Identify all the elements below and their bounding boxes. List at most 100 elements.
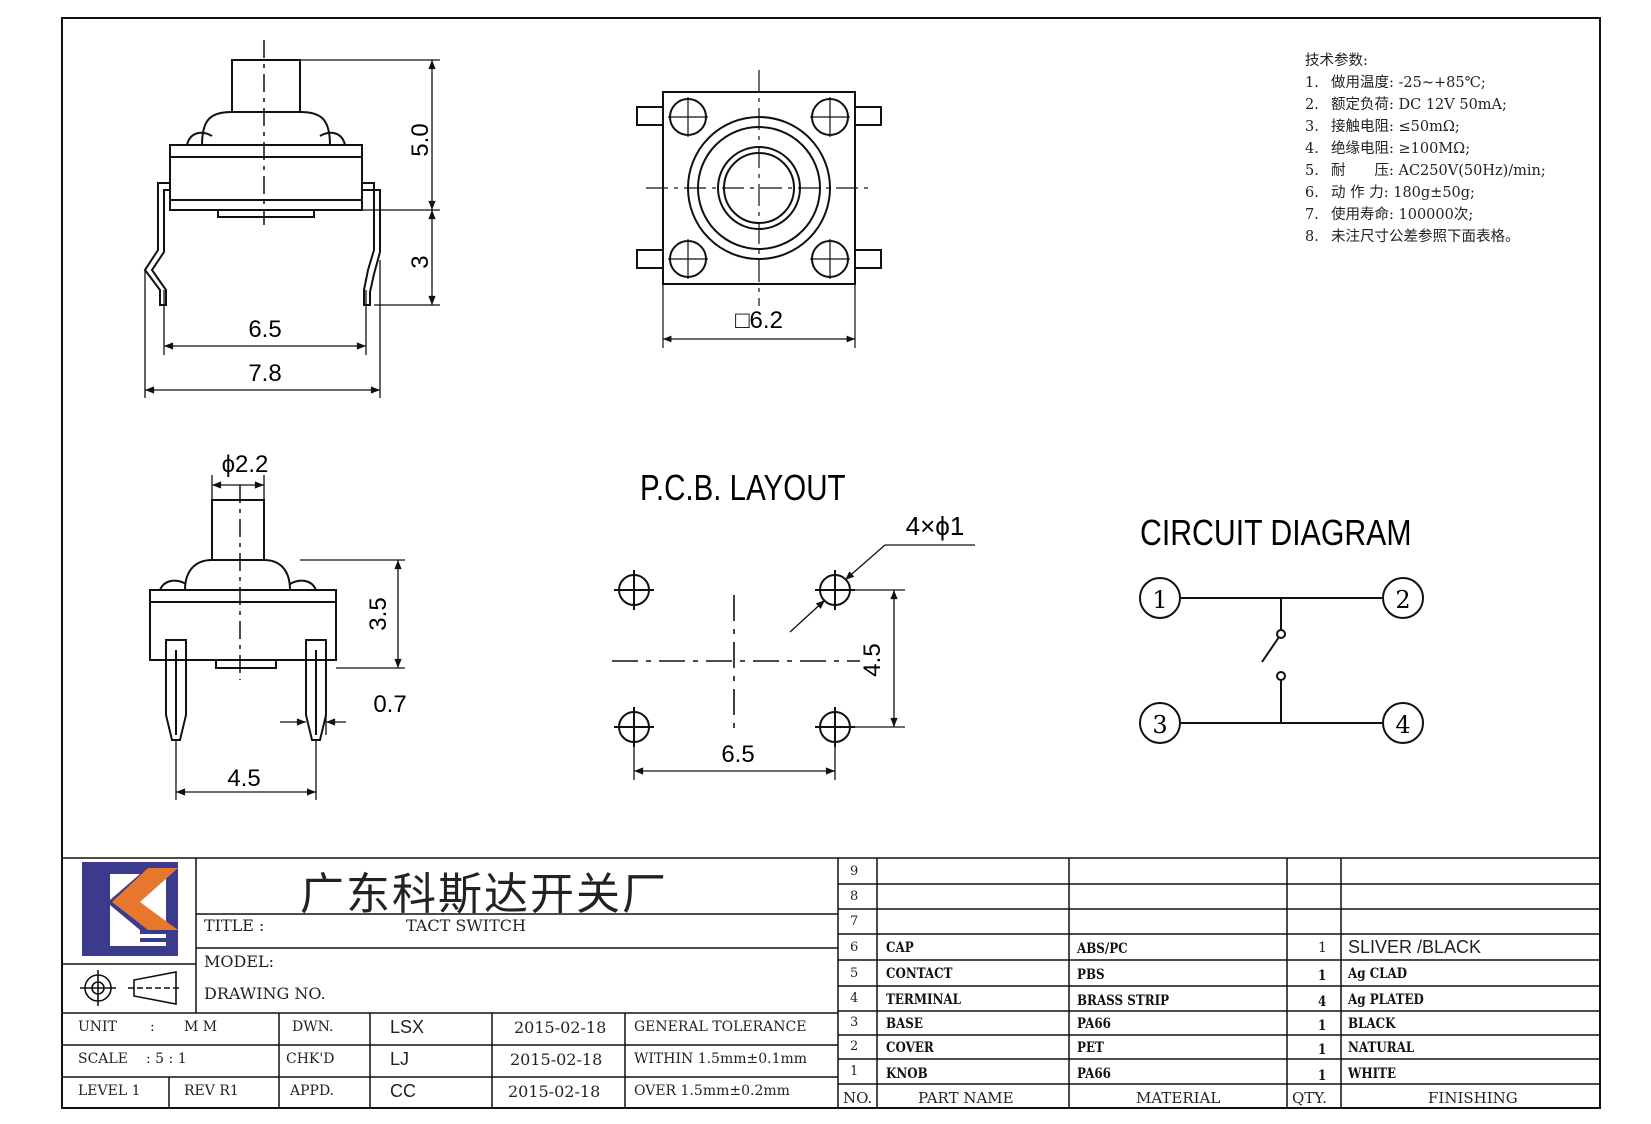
dim-front-width: 4.5 xyxy=(227,765,260,792)
side-view xyxy=(143,40,381,306)
circuit-pin-1: 1 xyxy=(1152,586,1167,614)
spec-text: 做用温度: -25~+85℃; xyxy=(1331,75,1486,91)
dwn-label: DWN. xyxy=(292,1019,334,1035)
spec-item: 3.接触电阻: ≤50mΩ; xyxy=(1305,116,1546,138)
bom-no: 5 xyxy=(850,966,859,981)
bom-part: COVER xyxy=(886,1040,934,1056)
specs-heading: 技术参数: xyxy=(1305,53,1368,69)
spec-item: 7. 使用寿命: 100000次; xyxy=(1305,204,1546,226)
appd-date: 2015-02-18 xyxy=(508,1082,601,1101)
bom-material: BRASS STRIP xyxy=(1077,993,1170,1009)
bom-part: TERMINAL xyxy=(886,992,962,1008)
dwn-name: LSX xyxy=(390,1017,425,1037)
spec-item: 2. 额定负荷: DC 12V 50mA; xyxy=(1305,94,1546,116)
dim-top-square: □6.2 xyxy=(735,307,783,334)
bom-qty: 1 xyxy=(1318,940,1327,956)
pcb-layout-dimensions xyxy=(612,544,975,780)
circuit-terminal xyxy=(1382,577,1424,619)
chk-date: 2015-02-18 xyxy=(510,1050,603,1069)
dwn-date: 2015-02-18 xyxy=(514,1018,607,1037)
bom-part: BASE xyxy=(886,1016,923,1032)
spec-item: 4. 绝缘电阻: ≥100MΩ; xyxy=(1305,138,1546,160)
circuit-terminal xyxy=(1382,702,1424,744)
title-label: TITLE : xyxy=(204,916,265,935)
dim-side-height-top: 5.0 xyxy=(407,123,434,156)
bom-qty: 1 xyxy=(1318,1018,1327,1034)
spec-item: 5. 耐 压: AC250V(50Hz)/min; xyxy=(1305,160,1546,182)
chk-name: LJ xyxy=(390,1049,410,1069)
bom-finishing: NATURAL xyxy=(1348,1040,1415,1056)
bom-material: PA66 xyxy=(1077,1066,1111,1082)
side-view-dimensions xyxy=(144,59,440,398)
bom-finishing: SLIVER /BLACK xyxy=(1348,937,1482,957)
bom-qty: 4 xyxy=(1318,994,1327,1010)
spec-num: 1. xyxy=(1305,75,1319,91)
circuit-pin-3: 3 xyxy=(1152,711,1167,739)
spec-text: 绝缘电阻: ≥100MΩ; xyxy=(1331,141,1471,157)
bom-finishing: BLACK xyxy=(1348,1016,1396,1032)
circuit-pin-4: 4 xyxy=(1395,711,1410,739)
bom-no: 6 xyxy=(850,940,859,955)
sheet-border xyxy=(61,17,1601,1109)
tolerance-within: WITHIN 1.5mm±0.1mm xyxy=(634,1051,808,1067)
spec-num: 3. xyxy=(1305,119,1319,135)
bom-finishing: Ag PLATED xyxy=(1348,992,1424,1008)
bom-material: PA66 xyxy=(1077,1016,1111,1032)
spec-num: 4. xyxy=(1305,141,1319,157)
bom-material: PET xyxy=(1077,1040,1104,1056)
circuit-terminal xyxy=(1139,702,1181,744)
bom-header-no: NO. xyxy=(843,1089,873,1107)
tolerance-heading: GENERAL TOLERANCE xyxy=(634,1019,807,1035)
unit-colon: : xyxy=(150,1019,155,1035)
bom-qty: 1 xyxy=(1318,1068,1327,1084)
bom-header-qty: QTY. xyxy=(1292,1089,1328,1107)
spec-num: 8. xyxy=(1305,229,1319,245)
spec-num: 6. xyxy=(1305,185,1319,201)
spec-text: 未注尺寸公差参照下面表格。 xyxy=(1331,229,1520,245)
dim-front-height: 3.5 xyxy=(365,597,392,630)
projection-symbol-icon xyxy=(80,970,182,1006)
chk-label: CHK'D xyxy=(286,1051,335,1067)
circuit-pin-2: 2 xyxy=(1395,586,1410,614)
tolerance-over: OVER 1.5mm±0.2mm xyxy=(634,1083,790,1099)
circuit-terminal xyxy=(1139,577,1181,619)
bom-no: 8 xyxy=(850,889,859,904)
dim-pcb-horizontal: 6.5 xyxy=(721,741,754,768)
bom-header-material: MATERIAL xyxy=(1136,1089,1221,1107)
model-label: MODEL: xyxy=(204,952,275,971)
bom-part: KNOB xyxy=(886,1066,928,1082)
scale-value: : 5 : 1 xyxy=(146,1051,187,1067)
dim-side-height-bottom: 3 xyxy=(407,255,434,268)
bom-qty: 1 xyxy=(1318,968,1327,984)
appd-label: APPD. xyxy=(290,1083,335,1099)
technical-parameters: 技术参数: 1. 做用温度: -25~+85℃; 2. 额定负荷: DC 12V 5… xyxy=(1305,50,1546,248)
drawing-no-label: DRAWING NO. xyxy=(204,984,326,1003)
dim-pcb-vertical: 4.5 xyxy=(859,643,886,676)
bom-finishing: Ag CLAD xyxy=(1348,966,1408,982)
bom-part: CONTACT xyxy=(886,966,953,982)
scale-label: SCALE xyxy=(78,1051,128,1067)
spec-text: 额定负荷: DC 12V 50mA; xyxy=(1331,97,1507,113)
company-logo xyxy=(82,862,178,956)
spec-num: 7. xyxy=(1305,207,1319,223)
bom-no: 4 xyxy=(850,991,859,1006)
spec-num: 2. xyxy=(1305,97,1319,113)
front-view xyxy=(149,485,337,741)
bom-finishing: WHITE xyxy=(1348,1066,1397,1082)
spec-text: 耐 压: AC250V(50Hz)/min; xyxy=(1331,163,1546,179)
appd-name: CC xyxy=(390,1081,416,1101)
unit-value: M M xyxy=(184,1019,218,1035)
spec-item: 8. 未注尺寸公差参照下面表格。 xyxy=(1305,226,1546,248)
spec-text: 使用寿命: 100000次; xyxy=(1331,207,1474,223)
bom-part: CAP xyxy=(886,940,914,956)
spec-num: 5. xyxy=(1305,163,1319,179)
bom-no: 7 xyxy=(850,914,859,929)
bom-no: 2 xyxy=(850,1039,859,1054)
circuit-diagram xyxy=(1139,577,1424,744)
level-label: LEVEL 1 xyxy=(78,1083,141,1099)
dim-front-pin: 0.7 xyxy=(373,691,406,718)
title-value: TACT SWITCH xyxy=(406,916,526,935)
bom-no: 9 xyxy=(850,864,859,879)
title-block-grid xyxy=(62,857,1600,1108)
